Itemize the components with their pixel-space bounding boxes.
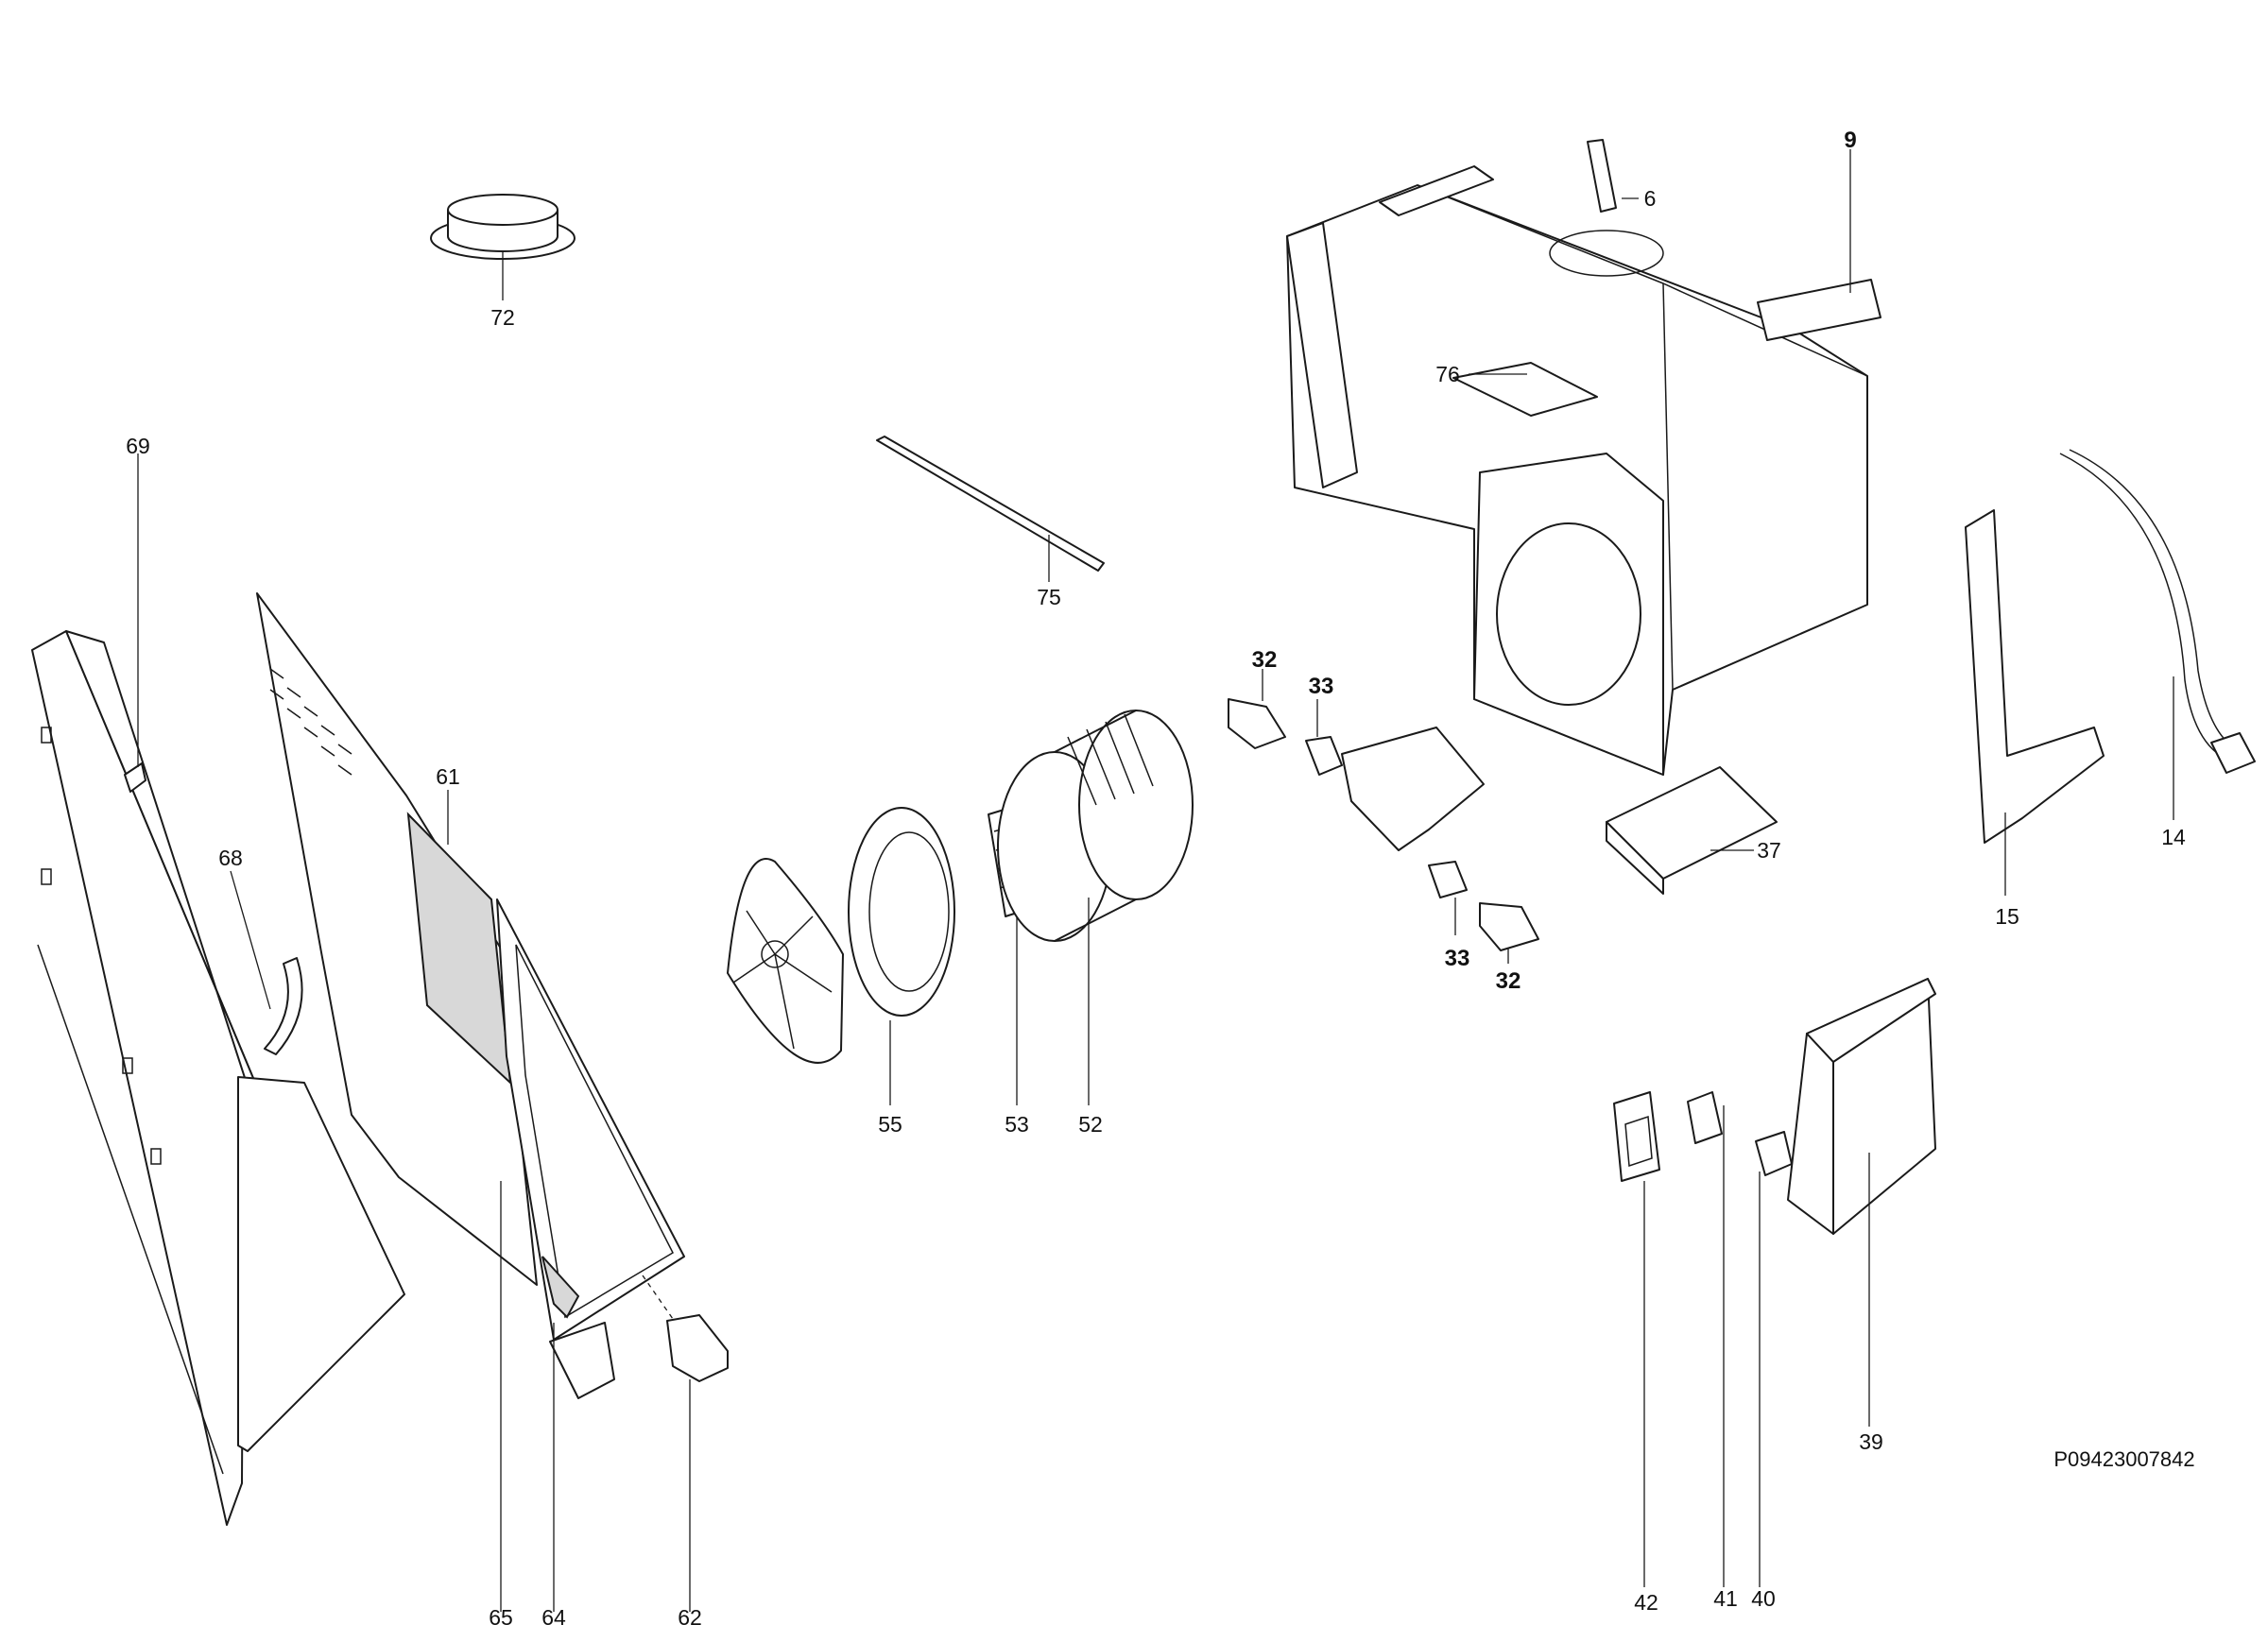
callout-62: 62 (678, 1605, 702, 1625)
part-32-33-lamps (1228, 669, 1539, 964)
callout-39: 39 (1859, 1429, 1883, 1454)
part-68-clip (230, 870, 303, 1055)
callout-64: 64 (541, 1605, 566, 1625)
callout-55: 55 (878, 1112, 902, 1137)
callout-75: 75 (1037, 585, 1061, 609)
part-72-collar (430, 194, 576, 300)
callout-41: 41 (1713, 1586, 1738, 1611)
part-15-rail (1965, 509, 2105, 896)
part-40-switch (1755, 1131, 1793, 1587)
callout-76: 76 (1435, 362, 1460, 386)
callout-42: 42 (1634, 1590, 1658, 1615)
callout-52: 52 (1078, 1112, 1103, 1137)
part-41-switch (1687, 1091, 1725, 1587)
part-14-power-cord (2059, 449, 2256, 820)
callout-33-upper: 33 (1309, 674, 1334, 699)
callout-61: 61 (436, 764, 460, 789)
callout-15: 15 (1995, 904, 2019, 929)
callout-53: 53 (1005, 1112, 1029, 1137)
callout-9: 9 (1844, 128, 1856, 153)
callout-72: 72 (490, 305, 515, 330)
part-39-control-box (1787, 978, 1936, 1427)
part-69-side-panel (31, 453, 256, 1526)
callout-65: 65 (489, 1605, 513, 1625)
callout-32-upper: 32 (1252, 647, 1278, 673)
callout-37: 37 (1757, 838, 1781, 863)
part-64-frame (496, 898, 685, 1612)
callout-14: 14 (2161, 825, 2186, 849)
callout-40: 40 (1751, 1586, 1776, 1611)
part-37-bracket (1606, 766, 1778, 895)
callout-33-lower: 33 (1445, 946, 1470, 971)
callout-32-lower: 32 (1496, 968, 1521, 994)
part-62-clip (642, 1274, 729, 1612)
callout-68: 68 (218, 846, 243, 870)
part-55-fan-cover (727, 807, 955, 1105)
callout-6: 6 (1644, 186, 1657, 211)
reference-code: P09423007842 (2053, 1447, 2194, 1471)
part-65-front-panel (237, 592, 538, 1612)
part-52-blower-wheel (997, 710, 1194, 1105)
part-42-switch (1613, 1091, 1660, 1587)
part-75-strip (876, 436, 1105, 582)
housing-cabinet (1286, 139, 1881, 776)
callout-69: 69 (126, 434, 150, 458)
